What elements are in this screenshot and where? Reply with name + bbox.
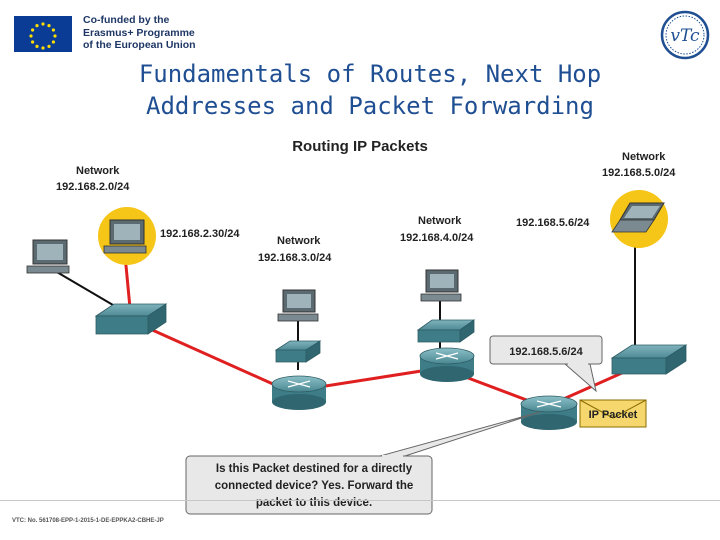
slide-title-line-2: Addresses and Packet Forwarding — [146, 92, 594, 120]
destination-host-address: 192.168.5.6/24 — [516, 217, 590, 229]
vtc-logo: vTc — [660, 10, 710, 60]
router-3 — [520, 395, 578, 430]
ip-packet-envelope: IP Packet — [579, 399, 647, 428]
eu-line-1: Co-funded by the — [83, 14, 170, 26]
laptop-network-5 — [611, 202, 665, 233]
router-2 — [419, 347, 475, 382]
switch-1 — [94, 303, 168, 335]
footer-text: VTC: No. 561708-EPP-1-2015-1-DE-EPPKA2-C… — [12, 518, 164, 524]
pc-network-4 — [420, 269, 462, 302]
network-address-4: 192.168.5.0/24 — [602, 167, 676, 179]
network-address-3: 192.168.4.0/24 — [400, 232, 474, 244]
switch-4 — [610, 344, 688, 375]
slide-title-line-1: Fundamentals of Routes, Next Hop — [138, 60, 602, 88]
eu-line-2: Erasmus+ Programme — [83, 26, 195, 39]
source-host-address: 192.168.2.30/24 — [160, 228, 240, 240]
network-label-3: Network — [418, 215, 462, 227]
vtc-logo-text: vTc — [670, 26, 700, 46]
network-address-2: 192.168.3.0/24 — [258, 252, 332, 264]
network-label-2: Network — [277, 235, 321, 247]
callout-line-2: connected device? Yes. Forward the — [215, 480, 414, 492]
network-address-1: 192.168.2.0/24 — [56, 181, 130, 193]
decision-callout: Is this Packet destined for a directly c… — [185, 411, 541, 515]
eu-line-3: of the European Union — [83, 39, 196, 51]
network-label-4: Network — [622, 151, 666, 163]
pc-network-2-source — [103, 219, 147, 254]
destination-box-text: 192.168.5.6/24 — [509, 346, 583, 358]
eu-cofunded-text: Co-funded by the Erasmus+ Programme of t… — [83, 14, 196, 52]
switch-2 — [274, 340, 322, 363]
pc-network-2-plain — [26, 239, 70, 274]
packet-label: IP Packet — [589, 409, 638, 421]
router-1 — [271, 375, 327, 410]
callout-line-1: Is this Packet destined for a directly — [216, 463, 413, 475]
callout-line-3: packet to this device. — [256, 497, 372, 509]
eu-flag-logo — [14, 16, 72, 52]
network-label-1: Network — [76, 165, 120, 177]
switch-3 — [416, 319, 476, 343]
pc-network-3 — [277, 289, 319, 322]
red-link-switch-router1 — [129, 318, 294, 395]
destination-address-callout: 192.168.5.6/24 — [489, 335, 603, 393]
footer-divider — [0, 500, 720, 501]
red-packet-path — [123, 254, 641, 409]
diagram-heading: Routing IP Packets — [292, 138, 428, 155]
